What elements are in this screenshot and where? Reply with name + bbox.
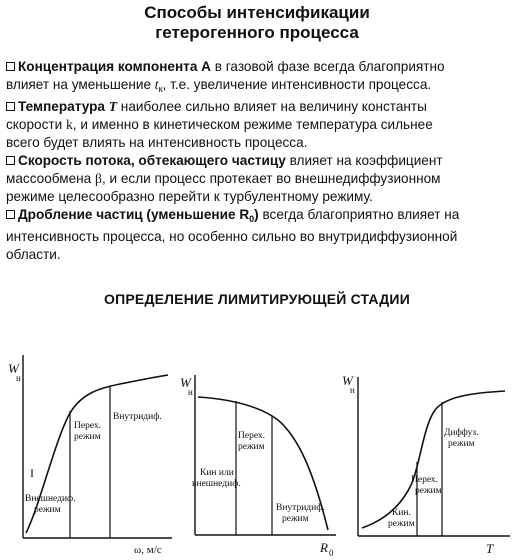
rate-curve: [197, 396, 329, 531]
symbol-k: k: [65, 117, 73, 132]
region-diffusion-label: Диффуз.: [444, 427, 478, 438]
bullet-temperature: Температура T наиболее сильно влияет на …: [6, 98, 512, 152]
symbol-T: T: [108, 99, 118, 114]
region-kinetic-label: внешнедиф.: [192, 478, 241, 489]
bullet-text: всегда благоприятно влияет на: [258, 207, 460, 222]
y-axis-label-subscript: н: [16, 373, 21, 383]
region-external-label: Внешнедиф.: [25, 493, 76, 504]
region-numeral: I: [30, 466, 34, 480]
bullet-text: интенсивность процесса, но особенно силь…: [6, 229, 458, 244]
x-axis-label-subscript: 0: [329, 548, 334, 558]
y-axis-label: W: [342, 373, 354, 388]
plot-particle-radius: W н Перех. режим Кин или внешнедиф. Внут…: [178, 355, 338, 560]
bullet-crushing: Дробление частиц (уменьшение R0) всегда …: [6, 206, 512, 264]
region-transition-label: Перех.: [411, 475, 438, 485]
bullet-heading-subscript: 0: [249, 214, 255, 224]
plot-temperature-svg: W н Диффуз. режим Перех. режим Кин. режи…: [342, 373, 510, 556]
x-axis-label: ω, м/с: [134, 544, 162, 556]
bullet-text: , и именно в кинетическом режиме темпера…: [72, 117, 433, 132]
region-transition-label: режим: [238, 442, 265, 452]
region-transition-label: режим: [74, 432, 101, 442]
x-axis-label: R: [319, 540, 328, 555]
bullet-text: влияет на уменьшение: [6, 77, 155, 92]
bullet-heading: Дробление частиц (уменьшение R: [18, 207, 250, 222]
checkbox-bullet-icon: [6, 62, 15, 71]
bullet-text: наиболее сильно влияет на величину конст…: [117, 99, 427, 114]
bullet-list: Концентрация компонента А в газовой фазе…: [6, 58, 512, 264]
region-kinetic-label: Кин.: [392, 508, 411, 518]
region-transition-label: режим: [415, 486, 442, 496]
bullet-text: в газовой фазе всегда благоприятно: [211, 59, 445, 74]
x-axis-label: T: [486, 541, 494, 556]
region-internal-label: Внутридиф.: [113, 411, 162, 422]
region-internal-label: Внутридиф.: [276, 502, 325, 513]
bullet-text: всего будет влиять на интенсивность проц…: [6, 135, 308, 150]
symbol-beta: β: [95, 171, 102, 186]
rate-curve: [25, 374, 169, 534]
region-kinetic-label: режим: [388, 519, 415, 529]
region-transition-label: Перех.: [238, 431, 265, 441]
bullet-heading: Скорость потока, обтекающего частицу: [18, 153, 286, 168]
bullet-heading: Температура: [18, 99, 109, 114]
plot-flow-velocity: W н I Внешнедиф. режим Перех. режим Внут…: [0, 355, 175, 560]
region-internal-label: режим: [282, 514, 309, 524]
bullet-heading: ): [254, 207, 259, 222]
y-axis-label: W: [180, 375, 192, 390]
y-axis-label-subscript: н: [188, 387, 193, 397]
rate-curve: [361, 390, 506, 529]
bullet-text: режиме целесообразно перейти к турбулент…: [6, 189, 373, 204]
checkbox-bullet-icon: [6, 102, 15, 111]
plot-flow-velocity-svg: W н I Внешнедиф. режим Перех. режим Внут…: [8, 355, 172, 556]
bullet-text: влияет на коэффициент: [285, 153, 443, 168]
region-diffusion-label: режим: [448, 439, 475, 449]
region-external-label: режим: [34, 505, 61, 515]
region-kinetic-label: Кин или: [200, 468, 234, 478]
bullet-text: , и если процесс протекает во внешнедифф…: [101, 171, 441, 186]
bullet-text: области.: [6, 247, 61, 262]
symbol-t-subscript: к: [158, 84, 163, 94]
y-axis-label: W: [8, 361, 20, 376]
symbol-t: t: [154, 77, 159, 92]
y-axis-label-subscript: н: [350, 385, 355, 395]
bullet-text: скорости: [6, 117, 66, 132]
plot-temperature: W н Диффуз. режим Перех. режим Кин. режи…: [340, 355, 512, 560]
section-title: ОПРЕДЕЛЕНИЕ ЛИМИТИРУЮЩЕЙ СТАДИИ: [104, 291, 410, 307]
bullet-heading: Концентрация компонента А: [18, 59, 211, 74]
bullet-text: массообмена: [6, 171, 96, 186]
page-title-line-1: Способы интенсификации: [144, 3, 370, 22]
region-transition-label: Перех.: [74, 421, 101, 431]
bullet-flow-rate: Скорость потока, обтекающего частицу вли…: [6, 152, 512, 206]
page-title-line-2: гетерогенного процесса: [155, 23, 359, 42]
plot-particle-radius-svg: W н Перех. режим Кин или внешнедиф. Внут…: [180, 375, 336, 558]
bullet-text: , т.е. увеличение интенсивности процесса…: [162, 77, 432, 92]
checkbox-bullet-icon: [6, 210, 15, 219]
checkbox-bullet-icon: [6, 156, 15, 165]
bullet-concentration: Концентрация компонента А в газовой фазе…: [6, 58, 512, 98]
